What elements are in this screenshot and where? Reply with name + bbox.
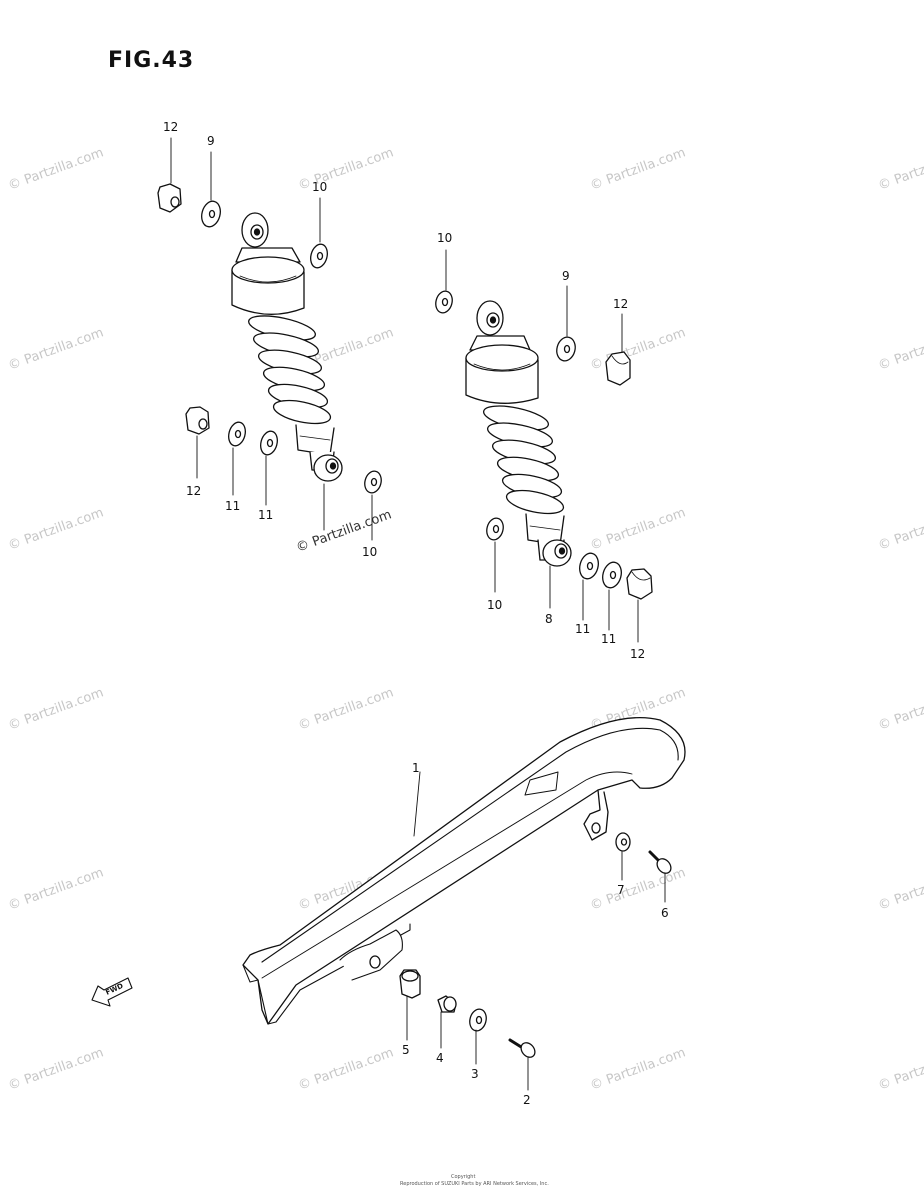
callout-11: 11 [601, 632, 616, 646]
callout-7: 7 [617, 883, 625, 897]
callout-10: 10 [362, 545, 377, 559]
hardware-group-top [157, 183, 653, 600]
washer-icon [310, 243, 328, 269]
watermark: © Partzilla.com [588, 1045, 687, 1093]
callout-11: 11 [225, 499, 240, 513]
callout-10: 10 [487, 598, 502, 612]
watermark: © Partzilla.com [876, 145, 924, 193]
watermark: © Partzilla.com [6, 1045, 105, 1093]
washer-icon [435, 290, 453, 314]
watermark: © Partzilla.com [876, 865, 924, 913]
callout-12: 12 [163, 120, 178, 134]
watermark: © Partzilla.com [6, 685, 105, 733]
nut-icon [615, 832, 631, 852]
watermark: © Partzilla.com [6, 325, 105, 373]
callout-3: 3 [471, 1067, 479, 1081]
washer-icon [469, 1008, 487, 1032]
cap-nut-icon [185, 406, 210, 435]
footer-reproduction: Reproduction of SUZUKI Parts by ARI Netw… [400, 1181, 549, 1187]
leader-lines-top [170, 137, 639, 643]
callout-10: 10 [437, 231, 452, 245]
callout-1: 1 [412, 761, 420, 775]
callout-8: 8 [545, 612, 553, 626]
watermark: © Partzilla.com [588, 145, 687, 193]
callout-6: 6 [661, 906, 669, 920]
bolt-icon [648, 850, 672, 874]
watermark: © Partzilla.com [296, 685, 395, 733]
footer-copyright: Copyright [451, 1174, 475, 1180]
callout-11: 11 [575, 622, 590, 636]
callout-12: 12 [630, 647, 645, 661]
callout-12: 12 [613, 297, 628, 311]
hardware-group-bottom [399, 832, 672, 1058]
washer-icon [260, 430, 278, 456]
washer-icon [602, 561, 622, 589]
callout-labels: 12 9 10 12 11 11 10 10 9 12 10 8 11 11 1… [163, 120, 669, 1107]
watermark: © Partzilla.com [588, 865, 687, 913]
watermark: © Partzilla.com [6, 145, 105, 193]
watermark: © Partzilla.com [876, 325, 924, 373]
collar-icon [437, 995, 457, 1013]
callout-4: 4 [436, 1051, 444, 1065]
chain-case [242, 717, 686, 1025]
callout-2: 2 [523, 1093, 531, 1107]
cap-nut-icon [605, 351, 631, 386]
washer-icon [486, 517, 504, 541]
watermark: © Partzilla.com [6, 865, 105, 913]
washer-icon [579, 552, 599, 580]
watermark: © Partzilla.com [296, 1045, 395, 1093]
callout-12: 12 [186, 484, 201, 498]
callout-11: 11 [258, 508, 273, 522]
right-shock-absorber [465, 300, 572, 567]
washer-icon [364, 470, 382, 494]
figure-title: FIG.43 [108, 48, 195, 73]
watermark: © Partzilla.com [876, 1045, 924, 1093]
cap-nut-icon [157, 183, 182, 213]
watermark-grid: © Partzilla.com © Partzilla.com © Partzi… [6, 145, 924, 1093]
cap-nut-icon [626, 568, 653, 600]
callout-10: 10 [312, 180, 327, 194]
watermark: © Partzilla.com [876, 505, 924, 553]
fwd-arrow-icon [91, 977, 133, 1007]
watermark-dark: © Partzilla.com [294, 507, 393, 555]
left-shock-absorber [231, 212, 343, 482]
leader-lines-bottom [406, 771, 666, 1091]
watermark: © Partzilla.com [876, 685, 924, 733]
watermark: © Partzilla.com [588, 325, 687, 373]
callout-9: 9 [562, 269, 570, 283]
grommet-icon [399, 969, 421, 999]
watermark: © Partzilla.com [6, 505, 105, 553]
washer-icon [556, 336, 576, 362]
callout-9: 9 [207, 134, 215, 148]
bolt-icon [508, 1038, 536, 1058]
watermark: © Partzilla.com [588, 505, 687, 553]
washer-icon [228, 421, 246, 447]
washer-icon [201, 200, 221, 228]
callout-5: 5 [402, 1043, 410, 1057]
